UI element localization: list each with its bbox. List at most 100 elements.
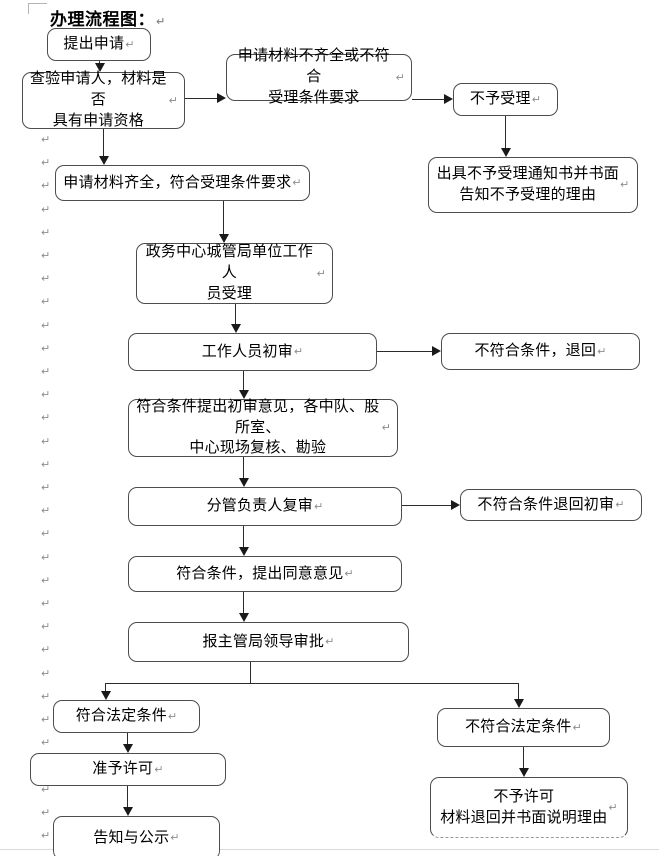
flowchart-node-label: 符合条件，提出同意意见 <box>176 564 344 582</box>
connector-n2-to-n6 <box>103 129 104 156</box>
flowchart-node-label: 政务中心城管局单位工作人 员受理 <box>145 243 313 302</box>
paragraph-mark-icon: ↵ <box>325 635 335 649</box>
flowchart-node-n14[interactable]: 报主管局领导审批↵ <box>128 622 409 662</box>
connector-n4-to-n5 <box>505 116 506 148</box>
connector-split-to-n15 <box>105 683 106 691</box>
flowchart-node-label: 符合条件提出初审意见，各中队、股所室、 中心现场复核、勘验 <box>136 397 380 457</box>
arrowhead-n16-to-n18 <box>518 768 529 777</box>
flowchart-node-n17[interactable]: 准予许可↵ <box>30 753 226 786</box>
flowchart-node-label: 分管负责人复审 <box>206 497 313 515</box>
paragraph-mark-icon: ↵ <box>41 573 51 587</box>
flowchart-node-n1[interactable]: 提出申请↵ <box>47 28 151 61</box>
arrowhead-n4-to-n5 <box>500 148 511 157</box>
arrowhead-n17-to-n19 <box>122 807 133 816</box>
arrowhead-n3-to-n4 <box>444 94 453 105</box>
page-bottom-edge <box>0 849 659 850</box>
arrowhead-split-to-n15 <box>100 691 111 700</box>
paragraph-mark-icon: ↵ <box>41 550 51 564</box>
connector-n2-to-n3 <box>185 98 217 99</box>
flowchart-node-n3[interactable]: 申请材料不齐全或不符合 受理条件要求 ↵ <box>226 47 412 106</box>
paragraph-mark-icon: ↵ <box>619 178 630 192</box>
paragraph-mark-icon: ↵ <box>41 504 51 518</box>
connector-n15-to-n17 <box>127 733 128 744</box>
paragraph-mark-icon: ↵ <box>41 481 51 494</box>
flowchart-node-n9[interactable]: 不符合条件，退回↵ <box>441 333 640 370</box>
flowchart-node-label: 不予受理 <box>469 90 531 108</box>
paragraph-mark-icon: ↵ <box>41 341 51 355</box>
paragraph-mark-icon: ↵ <box>395 70 405 84</box>
flowchart-node-n15[interactable]: 符合法定条件↵ <box>53 700 200 733</box>
flowchart-node-label: 申请材料不齐全或不符合 受理条件要求 <box>237 47 390 106</box>
arrowhead-n7-to-n8 <box>230 324 241 333</box>
paragraph-mark-icon: ↵ <box>41 202 51 216</box>
flowchart-node-label: 查验申请人，材料是否 具有申请资格 <box>29 70 167 129</box>
connector-n6-to-n7 <box>223 201 224 234</box>
paragraph-mark-icon: ↵ <box>41 318 51 332</box>
paragraph-mark-icon: ↵ <box>41 156 51 170</box>
arrowhead-n10-to-n11 <box>238 478 249 487</box>
paragraph-mark-icon: ↵ <box>41 597 51 610</box>
flowchart-node-n16[interactable]: 不符合法定条件↵ <box>437 708 610 747</box>
connector-n3-to-n4 <box>412 99 444 100</box>
paragraph-mark-icon: ↵ <box>293 345 304 359</box>
flowchart-node-n13[interactable]: 符合条件，提出同意意见↵ <box>128 556 402 592</box>
paragraph-mark-icon: ↵ <box>168 93 178 107</box>
paragraph-mark-icon: ↵ <box>41 295 51 309</box>
flowchart-node-label: 工作人员初审 <box>201 342 293 360</box>
arrowhead-split-to-n16 <box>513 699 524 708</box>
arrowhead-n8-to-n10 <box>238 390 249 399</box>
flowchart-node-n19[interactable]: 告知与公示↵ <box>53 816 220 856</box>
paragraph-mark-icon: ↵ <box>531 92 542 106</box>
flowchart-node-n18[interactable]: 不予许可 材料退回并书面说明理由↵ <box>430 777 628 838</box>
paragraph-mark-icon: ↵ <box>41 782 51 796</box>
flowchart-node-n11[interactable]: 分管负责人复审↵ <box>128 487 402 526</box>
arrowhead-n11-to-n13 <box>238 547 249 556</box>
flowchart-node-n10[interactable]: 符合条件提出初审意见，各中队、股所室、 中心现场复核、勘验↵ <box>128 397 398 457</box>
flowchart-node-n8[interactable]: 工作人员初审↵ <box>128 333 377 371</box>
flowchart-node-label: 不予许可 材料退回并书面说明理由 <box>440 787 608 826</box>
paragraph-mark-icon: ↵ <box>41 411 51 425</box>
flowchart-node-n12[interactable]: 不符合条件退回初审↵ <box>460 489 642 521</box>
paragraph-mark-icon: ↵ <box>41 388 51 402</box>
paragraph-mark-icon: ↵ <box>170 831 180 845</box>
paragraph-mark-icon: ↵ <box>344 567 354 581</box>
paragraph-mark-icon: ↵ <box>41 179 51 193</box>
paragraph-mark-icon: ↵ <box>41 805 51 819</box>
paragraph-mark-icon: ↵ <box>313 499 324 513</box>
page-title-text: 办理流程图： <box>50 10 155 29</box>
paragraph-mark-icon: ↵ <box>41 272 51 286</box>
connector-split-to-n16 <box>518 683 519 699</box>
connector-n14-split-stem <box>250 662 251 683</box>
flowchart-node-label: 出具不予受理通知书并书面 告知不予受理的理由 <box>436 165 619 203</box>
connector-n17-to-n19 <box>127 786 128 807</box>
arrowhead-n13-to-n14 <box>238 613 249 622</box>
connector-n8-to-n9 <box>377 351 432 352</box>
page-title: 办理流程图：↵ <box>50 5 166 30</box>
paragraph-mark-icon: ↵ <box>41 829 51 842</box>
flowchart-node-n2[interactable]: 查验申请人，材料是否 具有申请资格↵ <box>22 70 185 129</box>
paragraph-mark-icon: ↵ <box>41 457 51 471</box>
flowchart-node-n5[interactable]: 出具不予受理通知书并书面 告知不予受理的理由↵ <box>428 157 638 213</box>
paragraph-mark-icon: ↵ <box>41 736 51 750</box>
paragraph-mark-icon: ↵ <box>615 498 625 512</box>
arrowhead-n8-to-n9 <box>432 346 441 357</box>
connector-n13-to-n14 <box>243 592 244 613</box>
paragraph-mark-icon: ↵ <box>41 620 51 634</box>
connector-n7-to-n8 <box>235 304 236 324</box>
flowchart-node-n6[interactable]: 申请材料齐全，符合受理条件要求↵ <box>55 165 310 201</box>
paragraph-mark-icon: ↵ <box>41 249 51 262</box>
arrowhead-n15-to-n17 <box>122 744 133 753</box>
paragraph-mark-icon: ↵ <box>597 344 607 358</box>
paragraph-mark-icon: ↵ <box>41 527 51 541</box>
flowchart-node-label: 告知与公示 <box>93 828 170 846</box>
paragraph-mark-icon: ↵ <box>41 225 51 239</box>
paragraph-mark-icon: ↵ <box>41 689 51 703</box>
paragraph-mark-icon: ↵ <box>41 643 51 657</box>
flowchart-node-n7[interactable]: 政务中心城管局单位工作人 员受理↵ <box>136 243 333 304</box>
paragraph-mark-icon: ↵ <box>154 762 164 776</box>
flowchart-node-n4[interactable]: 不予受理↵ <box>453 83 558 116</box>
flowchart-node-label: 符合法定条件 <box>75 707 167 725</box>
paragraph-mark-icon: ↵ <box>608 800 618 814</box>
flowchart-node-label: 准予许可 <box>92 760 154 778</box>
